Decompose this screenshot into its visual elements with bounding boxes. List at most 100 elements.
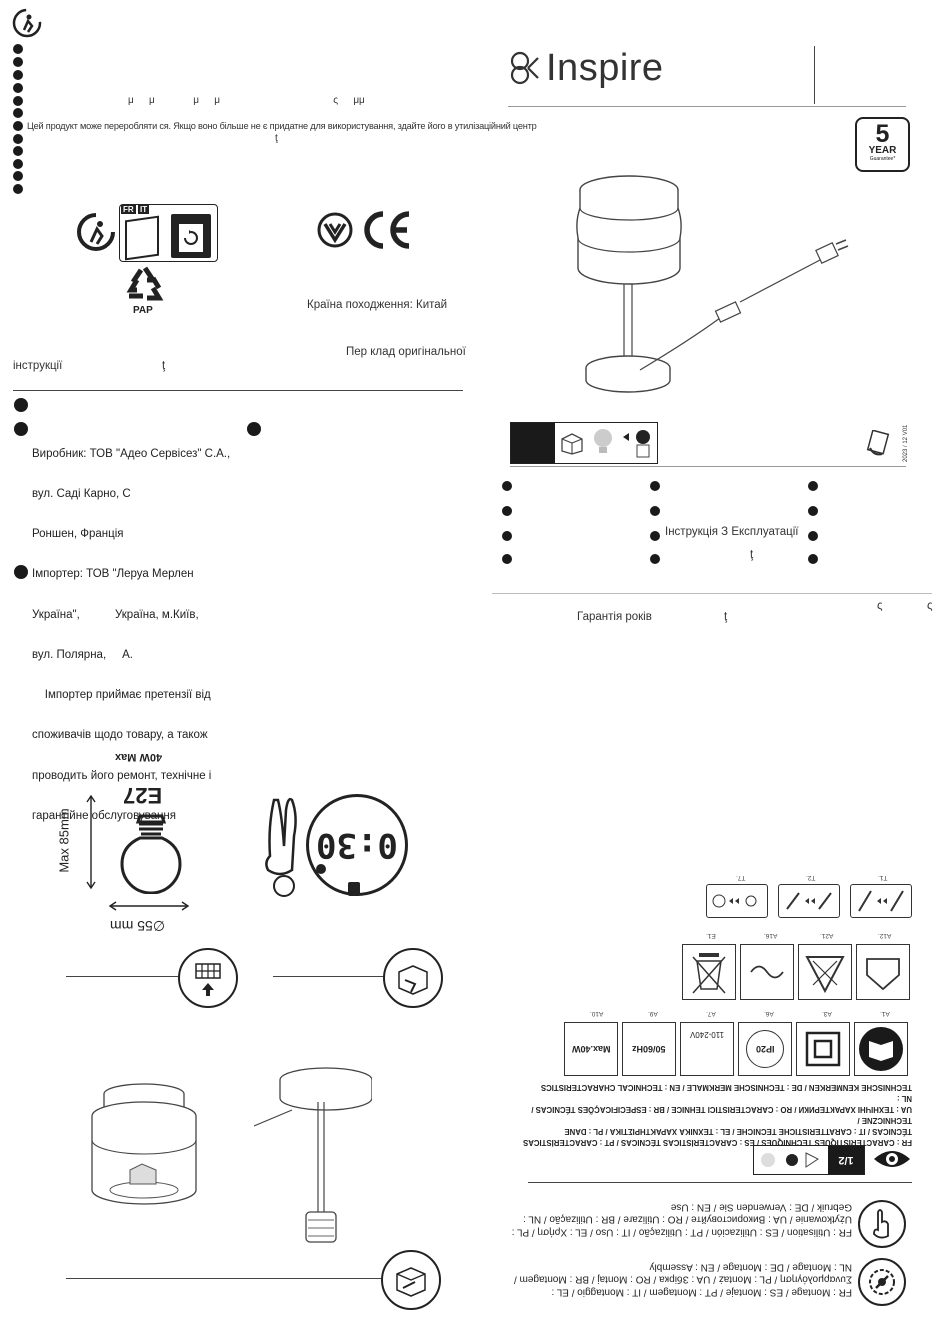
tech-header-line: TECHNISCHE KENMERKEN / DE : TECHNISCHE M… — [540, 1083, 912, 1092]
pap-label: PAP — [133, 305, 153, 316]
ua-conformity-icon — [316, 211, 354, 249]
hand-manual-icon — [864, 429, 892, 458]
tech-code: A6. — [764, 1010, 774, 1017]
tech-icon-read-manual — [854, 1022, 908, 1076]
tech-code: E1. — [706, 932, 716, 939]
bullet — [502, 554, 512, 564]
fr-label: FR — [121, 205, 136, 214]
page-indicator-strip: 1/2 — [753, 1145, 865, 1175]
triman-icon — [76, 212, 116, 252]
bulb-height: Max 85mm — [56, 808, 72, 873]
recycle-notice-ua: Цей продукт може переробляти ся. Якщо во… — [27, 121, 537, 131]
bullet — [502, 481, 512, 491]
product-icon-strip — [510, 422, 658, 464]
timer-value: 0:30 — [316, 825, 398, 865]
box-icon — [559, 429, 585, 455]
bulb-icon — [118, 812, 184, 895]
bullet — [14, 422, 28, 436]
bullet — [502, 531, 512, 541]
recycle-notice-t: ţ — [275, 133, 278, 144]
tech-header: FR : CARACTÉRISTIQUES TECHNIQUES / ES : … — [522, 1082, 912, 1148]
manufacturer-line: споживачів щодо товару, а також — [32, 729, 208, 742]
recycle-pap-icon — [123, 266, 167, 302]
tech-code: A7. — [706, 1010, 716, 1017]
tech-code: T1. — [878, 874, 888, 881]
tech-icon-ip20: IP20 — [738, 1022, 792, 1076]
assembly-line: NL : Montage / DE : Montage / EN : Assem… — [649, 1261, 853, 1273]
brand-name: Inspire — [546, 47, 664, 89]
divider — [510, 466, 906, 467]
tech-code: A3. — [822, 1010, 832, 1017]
tech-text: 50/60Hz — [632, 1044, 666, 1054]
bullet — [247, 422, 261, 436]
tech-code: T7. — [736, 874, 746, 881]
guarantee-s2: ς — [927, 600, 933, 612]
tech-code: A12. — [878, 932, 892, 939]
brand-divider-vertical — [814, 46, 815, 104]
cooldown-hand-icon — [262, 796, 310, 900]
manufacturer-line: Роншен, Франція — [32, 528, 124, 541]
bullet — [808, 481, 818, 491]
manufacturer-line: проводить його ремонт, технічне і — [32, 769, 212, 782]
timer-icon: 0:30 — [306, 794, 408, 896]
warranty-label: YEAR — [868, 145, 897, 156]
tech-icon-ac — [740, 944, 794, 1000]
brand-divider — [508, 106, 906, 107]
timer-hook-icon — [316, 864, 326, 874]
recycle-person-icon — [12, 8, 42, 38]
bullet — [808, 554, 818, 564]
translation-note-2: інструкції — [13, 360, 63, 372]
warranty-sub: Guarantee* — [869, 156, 896, 162]
tech-text: IP20 — [755, 1044, 775, 1054]
tech-code: A10. — [590, 1010, 604, 1017]
tech-header-line: UA : ТЕХНІЧНІ ХАРАКТЕРИКИ / RO : CARACTE… — [531, 1094, 912, 1114]
bullet — [808, 531, 818, 541]
divider — [273, 976, 385, 977]
bulb-power: 40W Max — [115, 751, 163, 763]
tech-icon-class2 — [796, 1022, 850, 1076]
ce-mark-icon — [361, 210, 413, 250]
guarantee-text: Гарантія років — [577, 611, 652, 623]
use-line: Gebruik / DE : Verwenden Sie / EN : Use — [670, 1201, 852, 1213]
fr-it-sorting-info: FR IT — [119, 204, 218, 262]
strip-black-block — [511, 423, 555, 463]
bulb-socket: E27 — [123, 783, 163, 808]
bullet — [502, 506, 512, 516]
shade-assembly-illustration — [86, 1080, 202, 1210]
tech-code: T2. — [806, 874, 816, 881]
assembly-line: Συναρμολόγηση / PL : Montaż / UA : Збірк… — [513, 1274, 852, 1285]
recycle-notice-mu: μ μ μ μ ς μμ — [128, 95, 365, 106]
tech-code: A1. — [880, 1010, 890, 1017]
tech-icon-row-1: A10. A9. A7. A6. A3. A1. Max.40W 50/60Hz… — [564, 1010, 910, 1076]
origin-text: Країна походження: Китай — [307, 299, 448, 311]
guarantee-s1: ς — [877, 600, 883, 612]
device-arrows-icon — [619, 427, 655, 459]
guarantee-t: ţ — [724, 611, 728, 623]
tech-icon-row-2: E1. A16. A21. A12. — [682, 932, 910, 1004]
bullet — [650, 531, 660, 541]
tech-code: A16. — [764, 932, 778, 939]
base-assembly-illustration — [252, 1062, 373, 1252]
tech-icon-t1 — [850, 884, 912, 918]
bullet — [14, 565, 28, 579]
tech-text: Max.40W — [571, 1044, 611, 1054]
manufacturer-line: вул. Полярна, А. — [32, 648, 133, 661]
eye-icon — [872, 1145, 912, 1173]
paper-icon — [125, 215, 159, 261]
bin-icon — [171, 214, 211, 258]
manufacturer-line: Україна", Україна, м.Київ, — [32, 608, 199, 621]
it-label: IT — [138, 205, 150, 214]
manufacturer-line: гарантійне обслуговування — [32, 809, 176, 822]
divider — [492, 593, 932, 594]
divider — [13, 390, 463, 391]
use-hand-icon — [858, 1200, 906, 1248]
page-number: 1/2 — [828, 1146, 864, 1174]
manual-t: ţ — [750, 549, 754, 561]
tech-icon-row-3: T7. T2. T1. — [706, 874, 912, 920]
product-code: 2023 / 12 V01 — [903, 424, 909, 462]
step-icon-box — [381, 1250, 441, 1310]
tech-code: A9. — [648, 1010, 658, 1017]
warranty-years: 5 — [875, 120, 890, 148]
manual-label: Інструкція З Експлуатації — [665, 526, 799, 538]
warranty-badge: 5 YEAR Guarantee* — [855, 117, 910, 172]
